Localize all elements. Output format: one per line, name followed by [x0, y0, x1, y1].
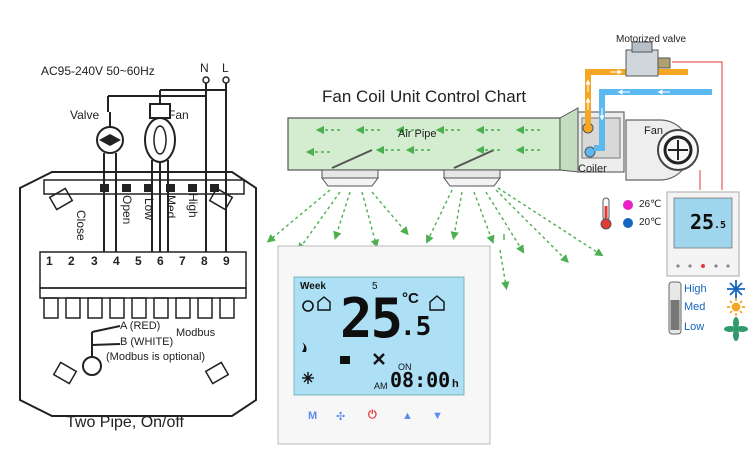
- cold-temp-label: 20℃: [639, 217, 662, 228]
- terminal-label-high: High: [186, 193, 200, 218]
- terminal-number: 9: [223, 254, 230, 268]
- air-pipe-label: Air Pipe: [398, 128, 437, 140]
- air-pipe-duct: [287, 107, 579, 187]
- modbus-a-label: A (RED): [120, 320, 161, 332]
- fan-coil-unit: [577, 41, 723, 230]
- lcd-day-number: 5: [372, 281, 378, 292]
- terminal-label-close: Close: [74, 210, 88, 241]
- coiler-label: Coiler: [578, 163, 607, 175]
- terminal-number: 4: [113, 254, 120, 268]
- lcd-unit: °C: [402, 290, 419, 307]
- terminal-number: 1: [46, 254, 53, 268]
- lcd-temperature: 25: [340, 287, 403, 350]
- hot-temp-label: 26℃: [639, 199, 662, 210]
- airflow-arrows: [266, 125, 604, 291]
- modbus-note: (Modbus is optional): [106, 351, 206, 363]
- terminal-label-low: Low: [142, 198, 156, 221]
- speed-low-label: Low: [684, 321, 705, 333]
- terminal-number: 2: [68, 254, 75, 268]
- fan-label: Fan: [168, 108, 189, 122]
- motorized-valve-label: Motorized valve: [616, 34, 687, 45]
- lcd-on-label: ON: [398, 362, 412, 372]
- speed-med-label: Med: [684, 301, 706, 313]
- small-thermostat-decimal: .5: [714, 220, 727, 231]
- terminal-number: 5: [135, 254, 142, 268]
- wiring-caption: Two Pipe, On/off: [66, 414, 184, 431]
- unit-fan-label: Fan: [644, 125, 663, 137]
- thermostat-panel: [277, 245, 491, 445]
- power-spec-label: AC95-240V 50~60Hz: [41, 64, 155, 78]
- lcd-am-label: AM: [374, 381, 388, 391]
- terminal-number: 7: [179, 254, 186, 268]
- small-thermostat: [666, 191, 748, 341]
- lcd-hour-suffix: h: [452, 378, 459, 390]
- chart-title: Fan Coil Unit Control Chart: [322, 87, 527, 106]
- neutral-label: N: [200, 61, 209, 75]
- down-button[interactable]: ▼: [432, 410, 443, 422]
- modbus-title: Modbus: [176, 327, 216, 339]
- terminal-label-med: Med: [164, 195, 178, 219]
- terminal-number: 6: [157, 254, 164, 268]
- terminal-number: 3: [91, 254, 98, 268]
- mode-button[interactable]: M: [308, 410, 318, 422]
- lcd-temperature-decimal: .5: [400, 312, 432, 342]
- power-button[interactable]: ⏻: [368, 409, 377, 421]
- modbus-b-label: B (WHITE): [120, 336, 174, 348]
- small-thermostat-temp: 25: [690, 210, 715, 234]
- lcd-week-label: Week: [300, 281, 326, 292]
- terminal-label-open: Open: [120, 195, 134, 225]
- up-button[interactable]: ▲: [402, 410, 413, 422]
- wiring-block: [19, 76, 257, 417]
- terminal-number: 8: [201, 254, 208, 268]
- lcd-time: 08:00: [390, 368, 451, 392]
- valve-label: Valve: [70, 108, 100, 122]
- fan-speed-button[interactable]: ✣: [336, 411, 346, 423]
- line-label: L: [222, 61, 229, 75]
- speed-high-label: High: [684, 283, 707, 295]
